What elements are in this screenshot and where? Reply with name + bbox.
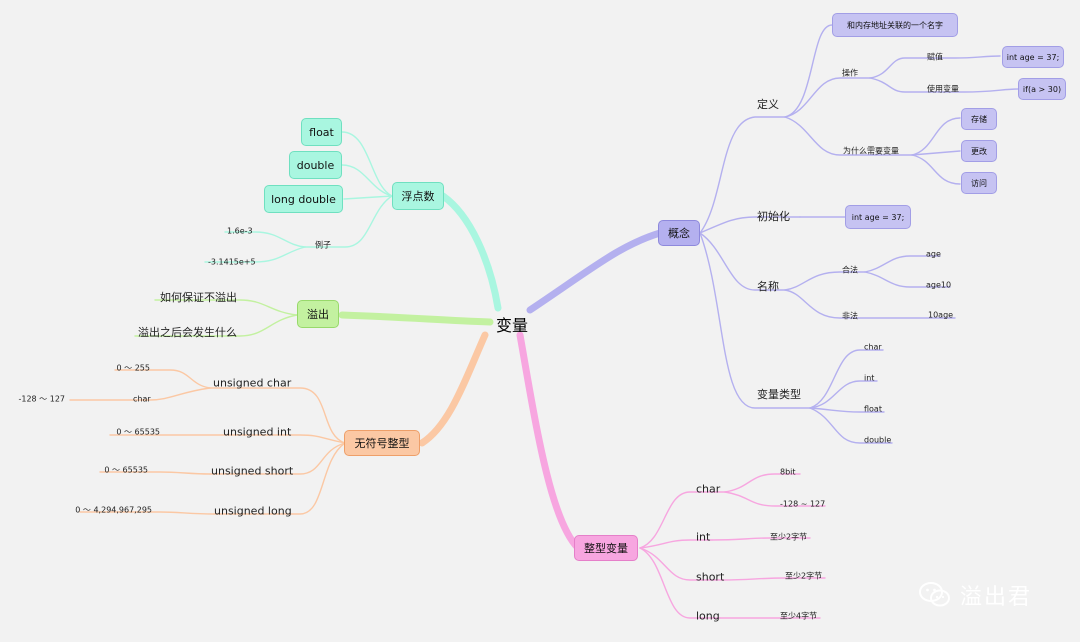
naming-legal-age10[interactable]: age10 [926,280,952,290]
unsigned-long-range[interactable]: 0 ～ 4,294,967,295 [75,505,152,515]
integer-int[interactable]: int [696,530,711,544]
unsigned-int-range[interactable]: 0 ～ 65535 [116,427,160,437]
variable-type-int[interactable]: int [864,373,875,383]
float-example-1[interactable]: 1.6e-3 [227,226,253,236]
overflow-prevent[interactable]: 如何保证不溢出 [160,291,237,304]
unsigned-long-label[interactable]: unsigned long [214,504,292,518]
naming-node[interactable]: 名称 [757,280,779,293]
wechat-icon [919,582,950,607]
assign-example[interactable]: int age = 37; [1002,46,1064,68]
integer-node[interactable]: 整型变量 [574,535,638,561]
use-variable-node[interactable]: 使用变量 [927,84,959,94]
integer-long-note[interactable]: 至少4字节 [780,611,818,621]
integer-char-range[interactable]: -128 ~ 127 [780,499,826,509]
overflow-node[interactable]: 溢出 [297,300,339,328]
trunk-unsigned [418,331,489,447]
unsigned-int-label[interactable]: unsigned int [223,425,292,439]
integer-char[interactable]: char [696,482,721,496]
variable-type-float[interactable]: float [864,404,882,414]
trunk-concept [526,229,664,314]
float-example-2[interactable]: -3.1415e+5 [208,257,256,267]
trunk-float [439,192,502,312]
integer-int-note[interactable]: 至少2字节 [770,532,808,542]
init-node[interactable]: 初始化 [757,210,790,223]
use-variable-example[interactable]: if(a > 30) [1018,78,1066,100]
signed-char-label[interactable]: char [133,394,151,404]
unsigned-short-label[interactable]: unsigned short [211,464,294,478]
unsigned-short-range[interactable]: 0 ～ 65535 [104,465,148,475]
overflow-consequence[interactable]: 溢出之后会发生什么 [138,326,237,339]
integer-char-bits[interactable]: 8bit [780,467,796,477]
variable-types-node[interactable]: 变量类型 [757,388,801,401]
unsigned-char-range[interactable]: 0 ～ 255 [116,363,150,373]
watermark: 溢出君 [918,578,1058,612]
concept-node[interactable]: 概念 [658,220,700,246]
variable-type-char[interactable]: char [864,342,882,352]
watermark-text: 溢出君 [960,585,1033,610]
float-examples-node[interactable]: 例子 [315,240,331,250]
operation-node[interactable]: 操作 [842,68,858,78]
definition-meaning[interactable]: 和内存地址关联的一个名字 [832,13,958,37]
float-type-float[interactable]: float [301,118,342,146]
trunk-integer [516,331,582,552]
signed-char-range[interactable]: -128 ～ 127 [18,394,65,404]
float-node[interactable]: 浮点数 [392,182,444,210]
variable-type-double[interactable]: double [864,435,892,445]
init-example[interactable]: int age = 37; [845,205,911,229]
naming-legal-age[interactable]: age [926,249,941,259]
naming-illegal-10age[interactable]: 10age [928,310,954,320]
naming-legal[interactable]: 合法 [842,265,858,275]
assign-node[interactable]: 赋值 [927,52,943,62]
definition-node[interactable]: 定义 [757,98,779,111]
why-item-change[interactable]: 更改 [961,140,997,162]
trunk-overflow [338,311,494,326]
float-type-double[interactable]: double [289,151,342,179]
why-item-access[interactable]: 访问 [961,172,997,194]
integer-short-note[interactable]: 至少2字节 [785,571,823,581]
center-topic[interactable]: 变量 [496,316,529,335]
unsigned-node[interactable]: 无符号整型 [344,430,420,456]
naming-illegal[interactable]: 非法 [842,311,858,321]
integer-long[interactable]: long [696,609,720,623]
why-node[interactable]: 为什么需要变量 [843,146,899,156]
why-item-store[interactable]: 存储 [961,108,997,130]
float-type-long-double[interactable]: long double [264,185,343,213]
unsigned-char-label[interactable]: unsigned char [213,376,292,390]
integer-short[interactable]: short [696,570,725,584]
